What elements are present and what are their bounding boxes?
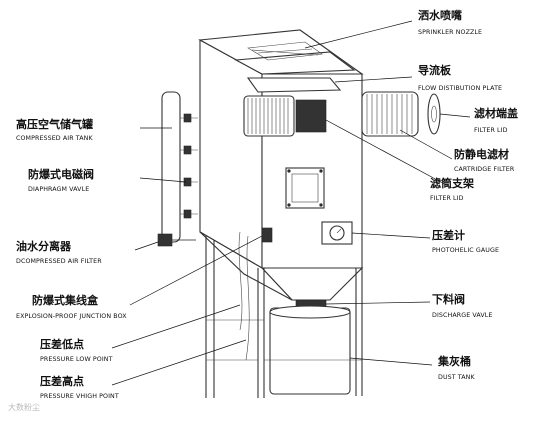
dust-tank-body <box>269 307 351 395</box>
label-cn: 防静电滤材 <box>454 147 509 161</box>
leader-lines <box>111 20 471 386</box>
label-cn: 高压空气储气罐 <box>16 117 93 131</box>
dust-collector-illustration <box>157 29 441 398</box>
label-cn: 压差低点 <box>40 337 84 351</box>
flow-plate <box>246 77 342 93</box>
label-cn: 油水分离器 <box>16 239 72 253</box>
label-en: DUST TANK <box>438 374 475 381</box>
label-dust-tank: 集灰桶 DUST TANK <box>437 354 475 381</box>
label-en: PRESSURE VHIGH POINT <box>40 393 119 400</box>
sprinkler-window <box>247 41 323 61</box>
label-pressure-low: 压差低点 PRESSURE LOW POINT <box>40 337 113 363</box>
label-en: FILTER LID <box>430 195 464 202</box>
label-photohelic-gauge: 压差计 PHOTOHELIC GAUGE <box>432 228 499 254</box>
cabinet-left-face <box>199 39 263 269</box>
label-flow-plate: 导流板 FLOW DISTIBUTION PLATE <box>418 63 502 92</box>
label-cn: 导流板 <box>418 63 452 77</box>
label-en: CARTRIDGE FILTER <box>454 166 515 173</box>
air-filter-unit <box>157 233 173 247</box>
label-en: COMPRESSED AIR TANK <box>16 135 93 142</box>
hopper-side <box>199 231 293 301</box>
junction-box-body <box>261 227 273 243</box>
label-en: EXPLOSION-PROOF JUNCTION BOX <box>16 313 127 320</box>
exploded-cartridge-filter <box>361 91 441 137</box>
label-air-filter: 油水分离器 DCOMPRESSED AIR FILTER <box>16 239 102 265</box>
label-en: SPRINKLER NOZZLE <box>418 29 482 36</box>
label-filter-support: 滤筒支架 FILTER LID <box>430 176 474 202</box>
hood-panel <box>234 51 356 75</box>
label-en: DIAPHRAGM VAVLE <box>28 186 89 193</box>
label-junction-box: 防爆式集线盒 EXPLOSION-PROOF JUNCTION BOX <box>16 293 127 320</box>
label-cn: 防爆式电磁阀 <box>28 167 94 181</box>
label-en: DCOMPRESSED AIR FILTER <box>16 258 102 265</box>
label-sprinkler-nozzle: 洒水喷嘴 SPRINKLER NOZZLE <box>418 8 482 36</box>
watermark: 大数粉尘 <box>8 402 40 412</box>
label-en: PHOTOHELIC GAUGE <box>432 247 499 254</box>
label-filter-lid-right: 滤材端盖 FILTER LID <box>474 106 518 134</box>
label-cn: 集灰桶 <box>437 354 471 368</box>
label-cn: 滤材端盖 <box>474 106 518 120</box>
label-cn: 下料阀 <box>432 292 465 306</box>
label-diaphragm-valve: 防爆式电磁阀 DIAPHRAGM VAVLE <box>28 167 94 193</box>
label-pressure-high: 压差高点 PRESSURE VHIGH POINT <box>40 374 119 400</box>
air-tank <box>161 91 198 243</box>
label-cn: 压差计 <box>432 228 465 242</box>
label-cn: 防爆式集线盒 <box>32 293 99 307</box>
label-discharge-valve: 下料阀 DISCHARGE VAVLE <box>432 292 492 319</box>
label-cn: 洒水喷嘴 <box>418 8 462 22</box>
filter-lid-disc <box>427 93 441 135</box>
cartridge-mount <box>295 99 327 133</box>
pressure-hose-low <box>238 231 243 331</box>
interior-cartridge <box>243 95 327 137</box>
label-cn: 滤筒支架 <box>430 176 474 190</box>
label-air-tank: 高压空气储气罐 COMPRESSED AIR TANK <box>16 117 93 142</box>
label-cartridge-filter: 防静电滤材 CARTRIDGE FILTER <box>454 147 515 173</box>
label-en: DISCHARGE VAVLE <box>432 312 492 319</box>
label-cn: 压差高点 <box>40 374 84 388</box>
label-en: PRESSURE LOW POINT <box>40 356 113 363</box>
pressure-hose-high <box>245 235 250 361</box>
label-en: FILTER LID <box>474 127 508 134</box>
label-en: FLOW DISTIBUTION PLATE <box>418 85 502 92</box>
access-door <box>285 167 325 209</box>
